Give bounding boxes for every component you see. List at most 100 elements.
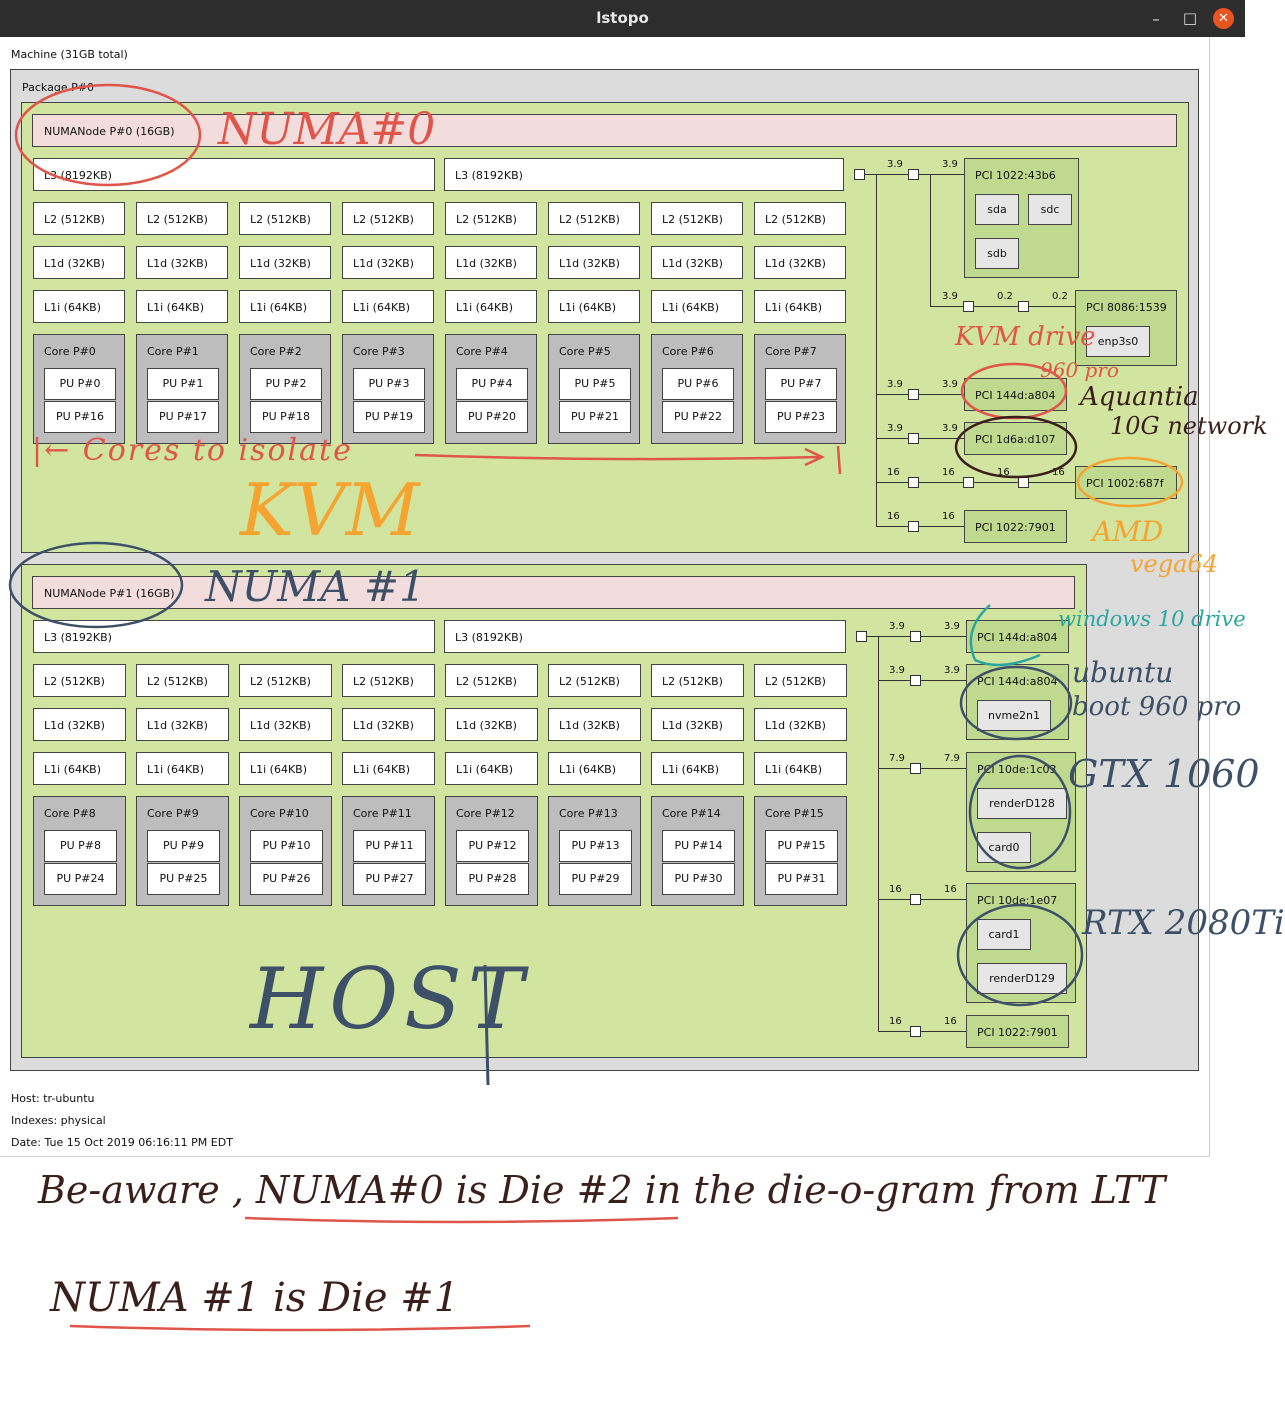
l1d-cache[interactable]: L1d (32KB) bbox=[445, 246, 537, 279]
processing-unit[interactable]: PU P#20 bbox=[456, 401, 528, 433]
processing-unit[interactable]: PU P#5 bbox=[559, 368, 631, 400]
l3-cache[interactable]: L3 (8192KB) bbox=[444, 620, 846, 653]
processing-unit[interactable]: PU P#15 bbox=[765, 830, 838, 862]
l2-cache[interactable]: L2 (512KB) bbox=[754, 664, 847, 697]
l2-cache[interactable]: L2 (512KB) bbox=[445, 664, 538, 697]
l2-cache[interactable]: L2 (512KB) bbox=[33, 202, 125, 235]
l1d-cache[interactable]: L1d (32KB) bbox=[651, 246, 743, 279]
disk-sdb[interactable]: sdb bbox=[975, 238, 1019, 269]
processing-unit[interactable]: PU P#4 bbox=[456, 368, 528, 400]
net-enp3s0[interactable]: enp3s0 bbox=[1086, 326, 1150, 357]
processing-unit[interactable]: PU P#26 bbox=[250, 863, 323, 895]
processing-unit[interactable]: PU P#0 bbox=[44, 368, 116, 400]
l2-cache[interactable]: L2 (512KB) bbox=[33, 664, 126, 697]
l2-cache[interactable]: L2 (512KB) bbox=[651, 664, 744, 697]
processing-unit[interactable]: PU P#27 bbox=[353, 863, 426, 895]
l1i-cache[interactable]: L1i (64KB) bbox=[239, 752, 332, 785]
pci-nvme-win10[interactable]: PCI 144d:a804 bbox=[966, 620, 1069, 653]
processing-unit[interactable]: PU P#13 bbox=[559, 830, 632, 862]
processing-unit[interactable]: PU P#31 bbox=[765, 863, 838, 895]
pci-amd-gpu[interactable]: PCI 1002:687f bbox=[1075, 466, 1177, 499]
processing-unit[interactable]: PU P#7 bbox=[765, 368, 837, 400]
processing-unit[interactable]: PU P#19 bbox=[353, 401, 425, 433]
l2-cache[interactable]: L2 (512KB) bbox=[754, 202, 846, 235]
processing-unit[interactable]: PU P#28 bbox=[456, 863, 529, 895]
processing-unit[interactable]: PU P#14 bbox=[662, 830, 735, 862]
l1d-cache[interactable]: L1d (32KB) bbox=[754, 246, 846, 279]
l1i-cache[interactable]: L1i (64KB) bbox=[445, 752, 538, 785]
l1i-cache[interactable]: L1i (64KB) bbox=[548, 290, 640, 323]
l3-cache[interactable]: L3 (8192KB) bbox=[444, 158, 844, 191]
processing-unit[interactable]: PU P#22 bbox=[662, 401, 734, 433]
maximize-button[interactable]: □ bbox=[1182, 9, 1198, 27]
l1d-cache[interactable]: L1d (32KB) bbox=[342, 246, 434, 279]
pci-aquantia-nic[interactable]: PCI 1d6a:d107 bbox=[964, 422, 1067, 455]
pci-rtx-gpu[interactable]: PCI 10de:1e07 card1 renderD129 bbox=[966, 883, 1076, 1003]
minimize-button[interactable]: – bbox=[1152, 10, 1160, 28]
l1i-cache[interactable]: L1i (64KB) bbox=[33, 752, 126, 785]
gpu-card1[interactable]: card1 bbox=[977, 919, 1031, 950]
l1i-cache[interactable]: L1i (64KB) bbox=[136, 752, 229, 785]
disk-nvme2n1[interactable]: nvme2n1 bbox=[977, 700, 1051, 731]
processing-unit[interactable]: PU P#18 bbox=[250, 401, 322, 433]
l2-cache[interactable]: L2 (512KB) bbox=[548, 664, 641, 697]
l1i-cache[interactable]: L1i (64KB) bbox=[342, 752, 435, 785]
l1i-cache[interactable]: L1i (64KB) bbox=[342, 290, 434, 323]
l2-cache[interactable]: L2 (512KB) bbox=[342, 664, 435, 697]
pci-bridge-0[interactable]: PCI 1022:7901 bbox=[964, 510, 1067, 543]
processing-unit[interactable]: PU P#17 bbox=[147, 401, 219, 433]
disk-sda[interactable]: sda bbox=[975, 194, 1019, 225]
l1i-cache[interactable]: L1i (64KB) bbox=[548, 752, 641, 785]
l1i-cache[interactable]: L1i (64KB) bbox=[239, 290, 331, 323]
l1d-cache[interactable]: L1d (32KB) bbox=[548, 708, 641, 741]
l2-cache[interactable]: L2 (512KB) bbox=[136, 664, 229, 697]
processing-unit[interactable]: PU P#2 bbox=[250, 368, 322, 400]
gpu-card0[interactable]: card0 bbox=[977, 832, 1031, 863]
processing-unit[interactable]: PU P#9 bbox=[147, 830, 220, 862]
gpu-renderD129[interactable]: renderD129 bbox=[977, 963, 1067, 994]
l1i-cache[interactable]: L1i (64KB) bbox=[445, 290, 537, 323]
l1d-cache[interactable]: L1d (32KB) bbox=[136, 708, 229, 741]
l1d-cache[interactable]: L1d (32KB) bbox=[33, 708, 126, 741]
processing-unit[interactable]: PU P#25 bbox=[147, 863, 220, 895]
processing-unit[interactable]: PU P#3 bbox=[353, 368, 425, 400]
l1d-cache[interactable]: L1d (32KB) bbox=[548, 246, 640, 279]
processing-unit[interactable]: PU P#29 bbox=[559, 863, 632, 895]
pci-nvme-kvm[interactable]: PCI 144d:a804 bbox=[964, 378, 1067, 411]
processing-unit[interactable]: PU P#23 bbox=[765, 401, 837, 433]
l1i-cache[interactable]: L1i (64KB) bbox=[33, 290, 125, 323]
gpu-renderD128[interactable]: renderD128 bbox=[977, 788, 1067, 819]
l2-cache[interactable]: L2 (512KB) bbox=[342, 202, 434, 235]
processing-unit[interactable]: PU P#30 bbox=[662, 863, 735, 895]
pci-sata-controller[interactable]: PCI 1022:43b6 sda sdc sdb bbox=[964, 158, 1079, 278]
l1d-cache[interactable]: L1d (32KB) bbox=[754, 708, 847, 741]
pci-ethernet-controller[interactable]: PCI 8086:1539 enp3s0 bbox=[1075, 290, 1177, 366]
l1i-cache[interactable]: L1i (64KB) bbox=[651, 752, 744, 785]
pci-bridge-1[interactable]: PCI 1022:7901 bbox=[966, 1015, 1069, 1048]
l1d-cache[interactable]: L1d (32KB) bbox=[33, 246, 125, 279]
l1i-cache[interactable]: L1i (64KB) bbox=[754, 752, 847, 785]
disk-sdc[interactable]: sdc bbox=[1028, 194, 1072, 225]
l2-cache[interactable]: L2 (512KB) bbox=[445, 202, 537, 235]
l1d-cache[interactable]: L1d (32KB) bbox=[342, 708, 435, 741]
l1i-cache[interactable]: L1i (64KB) bbox=[754, 290, 846, 323]
processing-unit[interactable]: PU P#21 bbox=[559, 401, 631, 433]
processing-unit[interactable]: PU P#10 bbox=[250, 830, 323, 862]
l1d-cache[interactable]: L1d (32KB) bbox=[445, 708, 538, 741]
l3-cache[interactable]: L3 (8192KB) bbox=[33, 620, 435, 653]
l1d-cache[interactable]: L1d (32KB) bbox=[239, 708, 332, 741]
processing-unit[interactable]: PU P#12 bbox=[456, 830, 529, 862]
l1i-cache[interactable]: L1i (64KB) bbox=[136, 290, 228, 323]
processing-unit[interactable]: PU P#16 bbox=[44, 401, 116, 433]
